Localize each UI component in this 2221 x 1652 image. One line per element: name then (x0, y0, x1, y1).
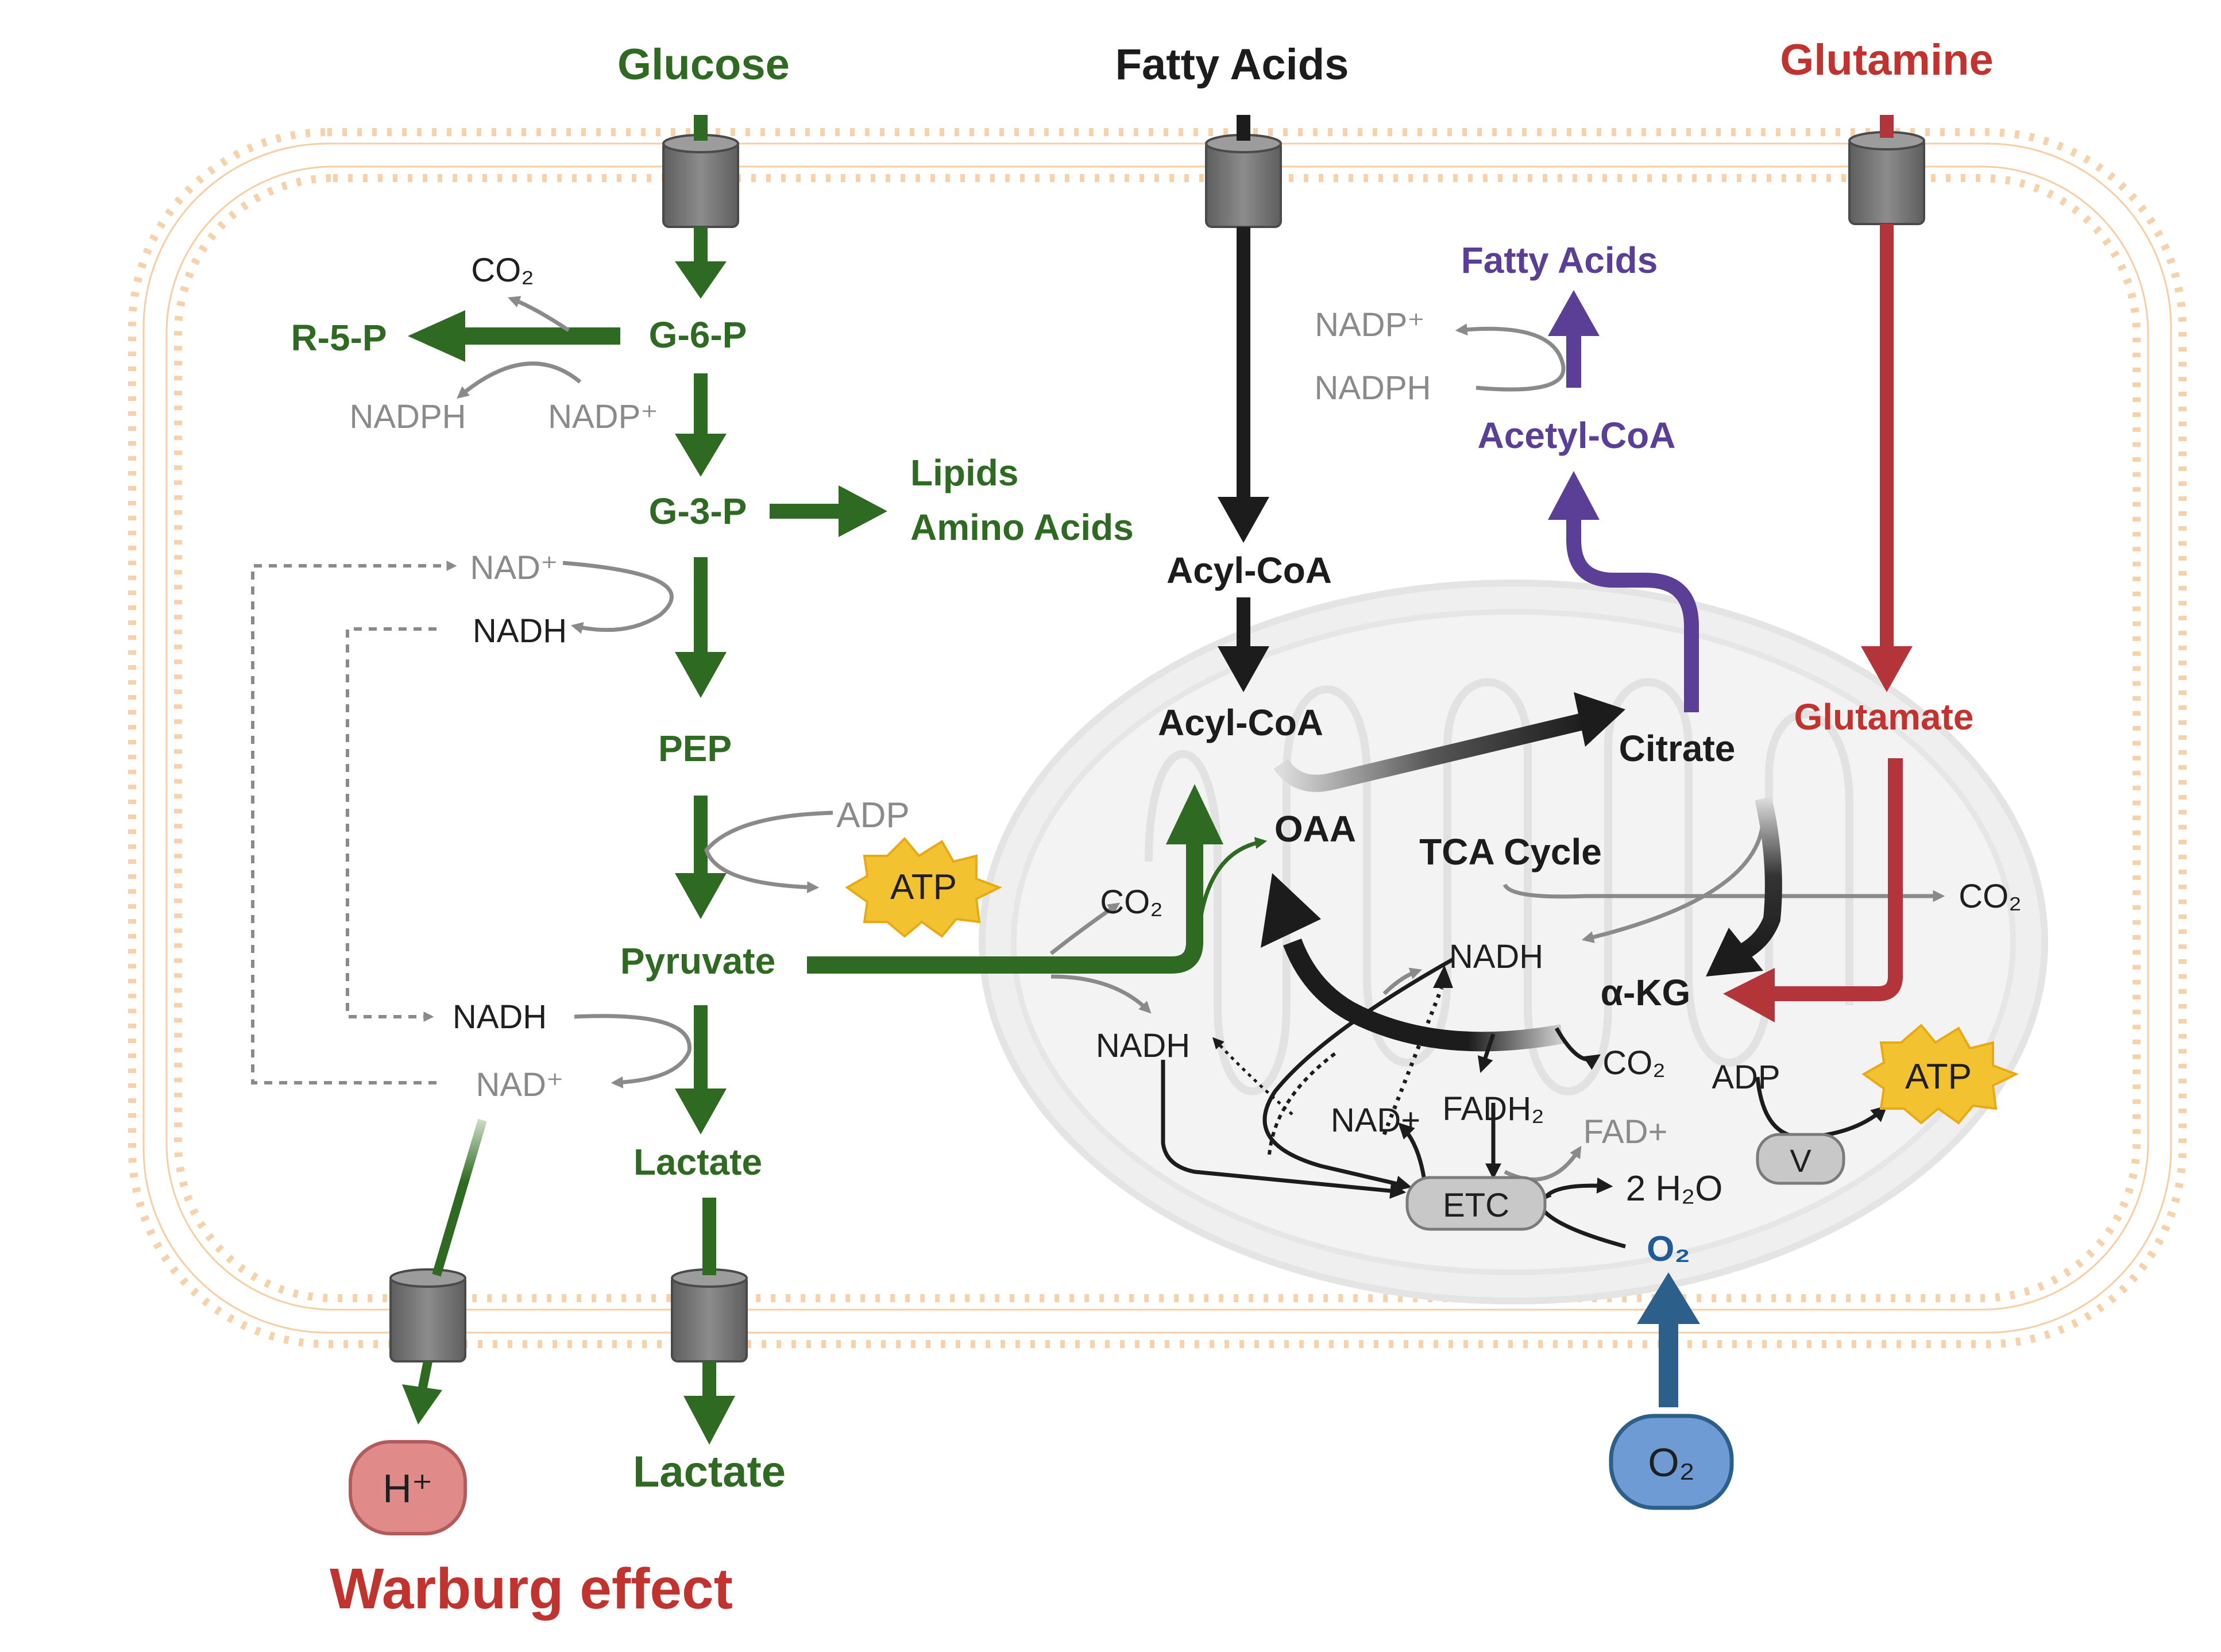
nad-plus-top-label: NAD⁺ (470, 549, 558, 586)
glucose-label: Glucose (617, 40, 790, 89)
atp-star-glycolysis (845, 837, 1002, 938)
acyl-coa-cytosol-label: Acyl-CoA (1166, 550, 1332, 591)
glutamine-arrows (1723, 115, 1913, 1022)
o2-bubble (1609, 1414, 1734, 1510)
r5p-label: R-5-P (291, 317, 387, 358)
fad-plus-label: FAD+ (1583, 1113, 1668, 1151)
tca-cycle-label: TCA Cycle (1419, 831, 1602, 873)
lipids-label: Lipids (910, 452, 1018, 493)
nadh-top-label: NADH (473, 612, 567, 650)
pyruvate-label: Pyruvate (620, 940, 775, 982)
atp-star-mitochondria (1861, 1024, 2019, 1125)
acyl-coa-mito-label: Acyl-CoA (1158, 702, 1323, 743)
nadp-plus-ppp-label: NADP⁺ (548, 398, 658, 435)
nadh-bottom-label: NADH (453, 998, 547, 1036)
amino-acids-label: Amino Acids (910, 507, 1134, 548)
cofactor-curves (251, 296, 1945, 1182)
warburg-effect-title: Warburg effect (330, 1557, 733, 1621)
lactate-outside-label: Lactate (633, 1448, 786, 1496)
glutamate-label: Glutamate (1794, 696, 1974, 738)
fatty-acids-input-label: Fatty Acids (1115, 40, 1349, 89)
nadph-lipo-label: NADPH (1314, 369, 1431, 407)
atp-etc-label: ATP (1905, 1057, 1972, 1097)
complex-v-box (1756, 1133, 1845, 1185)
pep-label: PEP (658, 728, 732, 769)
h-plus-bubble (349, 1440, 467, 1535)
co2-ppp-label: CO₂ (471, 252, 534, 289)
citrate-label: Citrate (1619, 728, 1736, 769)
adp-glycolysis-label: ADP (836, 796, 909, 835)
nad-plus-bottom-label: NAD⁺ (476, 1066, 563, 1103)
co2-tca-label: CO₂ (1959, 878, 2022, 915)
fatty-acid-transporter (1205, 134, 1282, 228)
nadp-plus-lipo-label: NADP⁺ (1315, 306, 1425, 343)
lactate-transporter (671, 1268, 748, 1362)
o2-inner-label: O₂ (1647, 1229, 1690, 1269)
etc-complex-box (1405, 1176, 1547, 1231)
water-label: 2 H₂O (1626, 1169, 1723, 1209)
nadph-ppp-label: NADPH (349, 398, 466, 435)
g3p-label: G-3-P (649, 491, 747, 532)
oxygen-arrow (1637, 1272, 1700, 1407)
glycolysis-arrows (402, 115, 1268, 1445)
oaa-label: OAA (1274, 808, 1356, 850)
akg-label: α-KG (1601, 972, 1691, 1013)
proton-transporter (389, 1268, 466, 1362)
nadh-pdh-label: NADH (1096, 1027, 1190, 1064)
glucose-transporter (662, 134, 739, 228)
etc-label: ETC (1443, 1187, 1509, 1224)
o2-outside-label: O₂ (1648, 1440, 1695, 1485)
fadh2-label: FADH₂ (1442, 1090, 1544, 1128)
nadh-tca-label: NADH (1449, 938, 1543, 975)
acetyl-coa-label: Acetyl-CoA (1478, 415, 1676, 456)
h-plus-label: H⁺ (383, 1466, 433, 1511)
etc-arrows (1161, 957, 1888, 1249)
glutamine-label: Glutamine (1780, 36, 1994, 84)
fatty-acids-output-label: Fatty Acids (1461, 240, 1658, 281)
lipogenesis-arrows (1548, 290, 1699, 712)
lactate-inside-label: Lactate (634, 1141, 762, 1183)
complex-v-label: V (1790, 1142, 1811, 1179)
adp-etc-label: ADP (1712, 1059, 1780, 1096)
nad-plus-etc-label: NAD+ (1331, 1102, 1420, 1139)
cell-membrane (128, 128, 2187, 1348)
g6p-label: G-6-P (649, 314, 747, 356)
co2-akg-label: CO₂ (1602, 1044, 1666, 1082)
fatty-acid-arrows (1218, 115, 1782, 1052)
glutamine-transporter (1848, 131, 1925, 225)
co2-pyruvate-label: CO₂ (1100, 883, 1163, 921)
atp-glycolysis-label: ATP (890, 867, 957, 907)
